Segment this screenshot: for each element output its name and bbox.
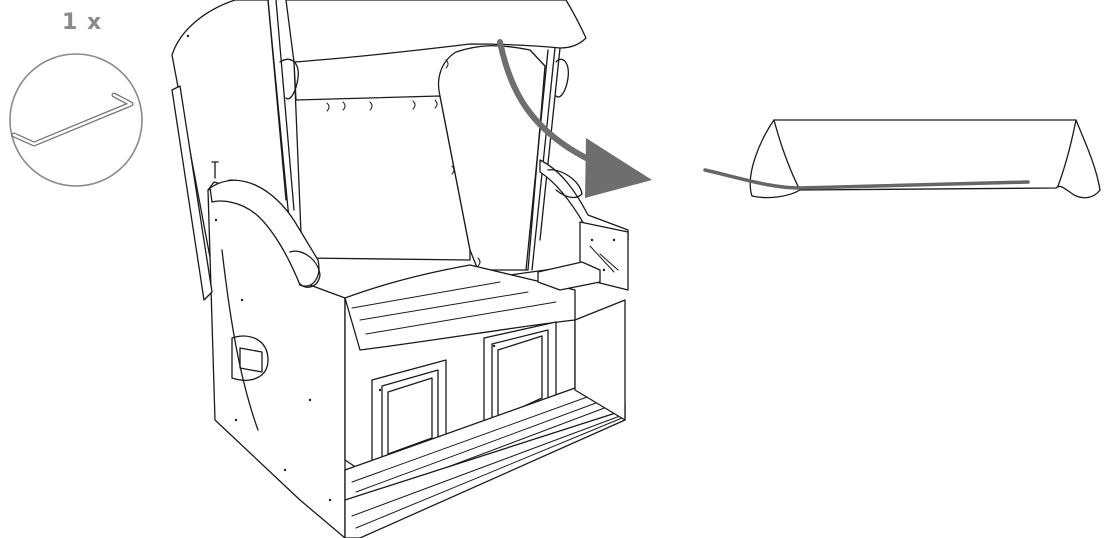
parts-callout (9, 53, 143, 187)
quantity-label: 1 x (62, 10, 103, 35)
part-callout-circle (9, 53, 143, 187)
beach-chair-icon (171, 0, 629, 538)
awning-cover-with-rod-icon (703, 119, 1101, 199)
curved-arrow-icon (497, 39, 652, 198)
bent-rod-icon (11, 92, 134, 147)
